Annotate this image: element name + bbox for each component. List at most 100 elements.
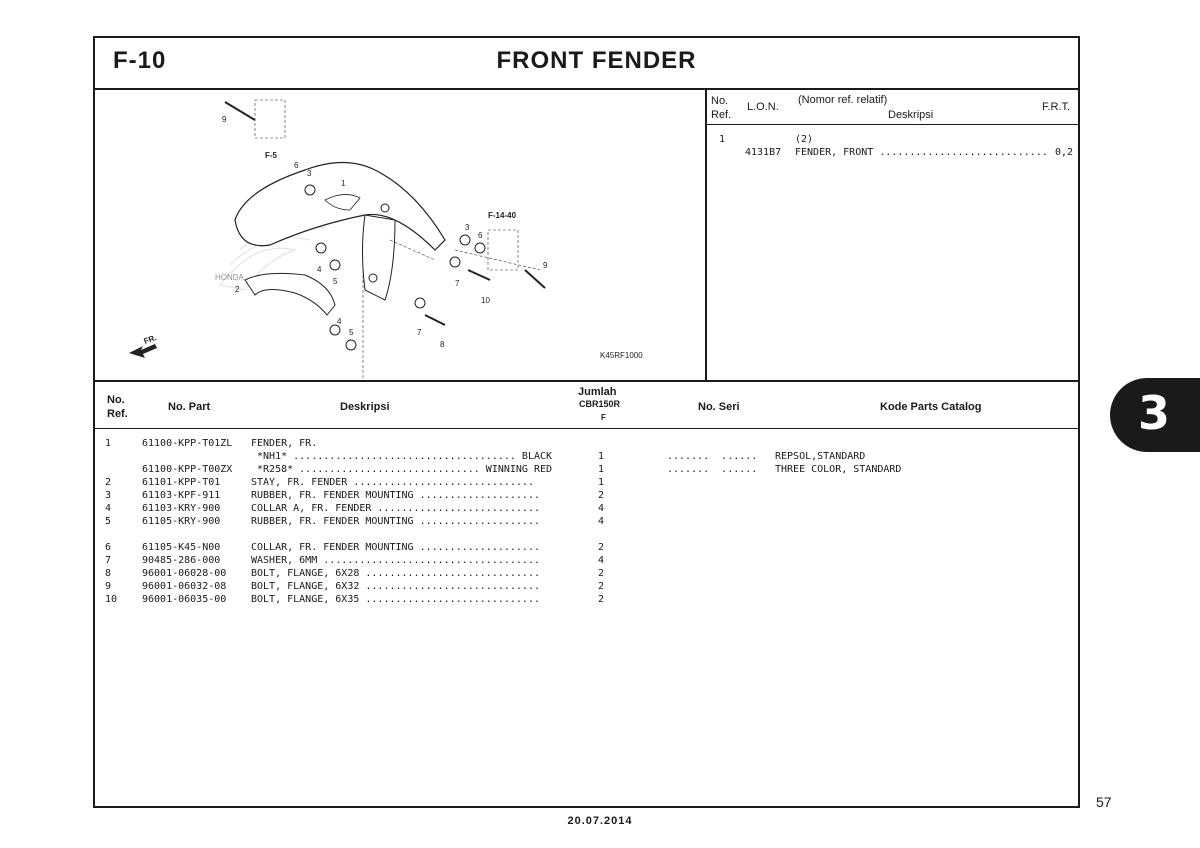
row-kode: REPSOL,STANDARD [775, 451, 866, 462]
row-part: 96001-06035-00 [142, 594, 227, 605]
exploded-diagram: HONDA [95, 90, 707, 380]
col-model: CBR150R [579, 399, 621, 409]
callout-4b: 4 [337, 317, 342, 326]
row-qty: 1 [598, 451, 605, 462]
col-no: No. [107, 394, 125, 406]
callout-6a: 6 [294, 161, 299, 170]
row-desc: RUBBER, FR. FENDER MOUNTING ............… [251, 490, 540, 501]
fender-side [362, 214, 396, 301]
row-qty: 4 [598, 555, 605, 566]
row-seri: ....... ...... [667, 451, 758, 462]
row-no: 5 [105, 516, 112, 527]
callout-3a: 3 [307, 169, 312, 178]
page-code: F-10 [113, 47, 167, 74]
fender-drawing: HONDA [129, 99, 643, 380]
callout-6b: 6 [478, 231, 483, 240]
row-no: 3 [105, 490, 112, 501]
lon-row-desc: FENDER, FRONT ..........................… [795, 147, 1048, 158]
callout-9a: 9 [222, 115, 227, 124]
row-qty: 4 [598, 516, 605, 527]
row-part: 61100-KPP-T01ZL [142, 438, 233, 449]
table-row: 2 61101-KPP-T01 STAY, FR. FENDER .........… [95, 477, 1078, 490]
row-qty: 1 [598, 477, 605, 488]
direction-label: FR. [143, 333, 158, 346]
lon-header-frt: F.R.T. [1042, 101, 1071, 113]
row-no: 2 [105, 477, 112, 488]
col-ref: Ref. [107, 408, 128, 420]
row-part: 61100-KPP-T00ZX [142, 464, 233, 475]
title-row: F-10 FRONT FENDER [95, 38, 1078, 90]
row-seri: ....... ...... [667, 464, 758, 475]
row-qty: 2 [598, 568, 605, 579]
row-qty: 2 [598, 594, 605, 605]
row-desc: BOLT, FLANGE, 6X28 .....................… [251, 568, 540, 579]
table-row: 5 61105-KRY-900 RUBBER, FR. FENDER MOUNTIN… [95, 516, 1078, 529]
row-desc: RUBBER, FR. FENDER MOUNTING ............… [251, 516, 540, 527]
row-qty: 4 [598, 503, 605, 514]
fender-stay [244, 272, 336, 316]
lon-panel: No. Ref. L.O.N. (Nomor ref. relatif) Des… [707, 90, 1080, 380]
row-desc: *NH1* ..................................… [251, 451, 553, 462]
table-row: 10 96001-06035-00 BOLT, FLANGE, 6X35 .....… [95, 594, 1078, 607]
page-title: FRONT FENDER [496, 47, 697, 74]
row-qty: 2 [598, 581, 605, 592]
lon-row-lon: 4131B7 [745, 147, 782, 158]
row-no: 7 [105, 555, 112, 566]
row-qty: 2 [598, 542, 605, 553]
front-arrow-icon [129, 344, 157, 358]
lon-header-lon: L.O.N. [747, 101, 779, 113]
footer-date: 20.07.2014 [567, 815, 633, 827]
section-number: 3 [1138, 386, 1171, 440]
row-kode: THREE COLOR, STANDARD [775, 464, 902, 475]
row-qty: 1 [598, 464, 605, 475]
row-desc: BOLT, FLANGE, 6X32 .....................… [251, 581, 540, 592]
table-row: 8 96001-06028-00 BOLT, FLANGE, 6X28 ......… [95, 568, 1078, 581]
callout-f14-40: F-14-40 [488, 211, 517, 220]
lon-header-ref: Ref. [711, 109, 732, 121]
row-part: 61105-KRY-900 [142, 516, 221, 527]
row-part: 96001-06028-00 [142, 568, 227, 579]
page-number: 57 [1096, 794, 1112, 810]
col-jumlah: Jumlah [578, 386, 617, 398]
row-desc: COLLAR, FR. FENDER MOUNTING ............… [251, 542, 540, 553]
callout-3b: 3 [465, 223, 470, 232]
row-part: 61105-K45-N00 [142, 542, 221, 553]
callout-10: 10 [481, 296, 490, 305]
parts-list-header: No. Ref. No. Part Deskripsi Jumlah CBR15… [95, 382, 1078, 429]
row-desc: STAY, FR. FENDER .......................… [251, 477, 534, 488]
col-variant: F [601, 413, 606, 422]
fender-body [234, 161, 446, 251]
callout-2: 2 [235, 285, 240, 294]
row-no: 10 [105, 594, 118, 605]
row-desc: BOLT, FLANGE, 6X35 .....................… [251, 594, 540, 605]
lon-header-nomor: (Nomor ref. relatif) [798, 94, 888, 106]
row-desc: FENDER, FR. [251, 438, 318, 449]
row-no: 4 [105, 503, 112, 514]
watermark-text: HONDA [215, 273, 245, 282]
row-no: 8 [105, 568, 112, 579]
row-part: 61103-KPF-911 [142, 490, 221, 501]
table-row: 7 90485-286-000 WASHER, 6MM ..............… [95, 555, 1078, 568]
row-part: 61101-KPP-T01 [142, 477, 221, 488]
catalog-page-frame: F-10 FRONT FENDER HONDA [93, 36, 1080, 808]
row-desc: WASHER, 6MM ............................… [251, 555, 540, 566]
table-row: *NH1* ..................................… [95, 451, 1078, 464]
row-part: 90485-286-000 [142, 555, 221, 566]
callout-9b: 9 [543, 261, 548, 270]
section-tab: 3 [1110, 378, 1200, 452]
row-desc: *R258* .............................. WI… [251, 464, 553, 475]
callout-7b: 7 [417, 328, 422, 337]
callout-1: 1 [341, 179, 346, 188]
callout-5a: 5 [333, 277, 338, 286]
col-kode: Kode Parts Catalog [880, 401, 982, 413]
callout-8: 8 [440, 340, 445, 349]
divider [95, 380, 1078, 382]
row-part: 96001-06032-08 [142, 581, 227, 592]
callout-7a: 7 [455, 279, 460, 288]
callout-4a: 4 [317, 265, 322, 274]
col-part: No. Part [168, 401, 211, 413]
col-seri: No. Seri [698, 401, 740, 413]
drawing-code: K45RF1000 [600, 351, 643, 360]
